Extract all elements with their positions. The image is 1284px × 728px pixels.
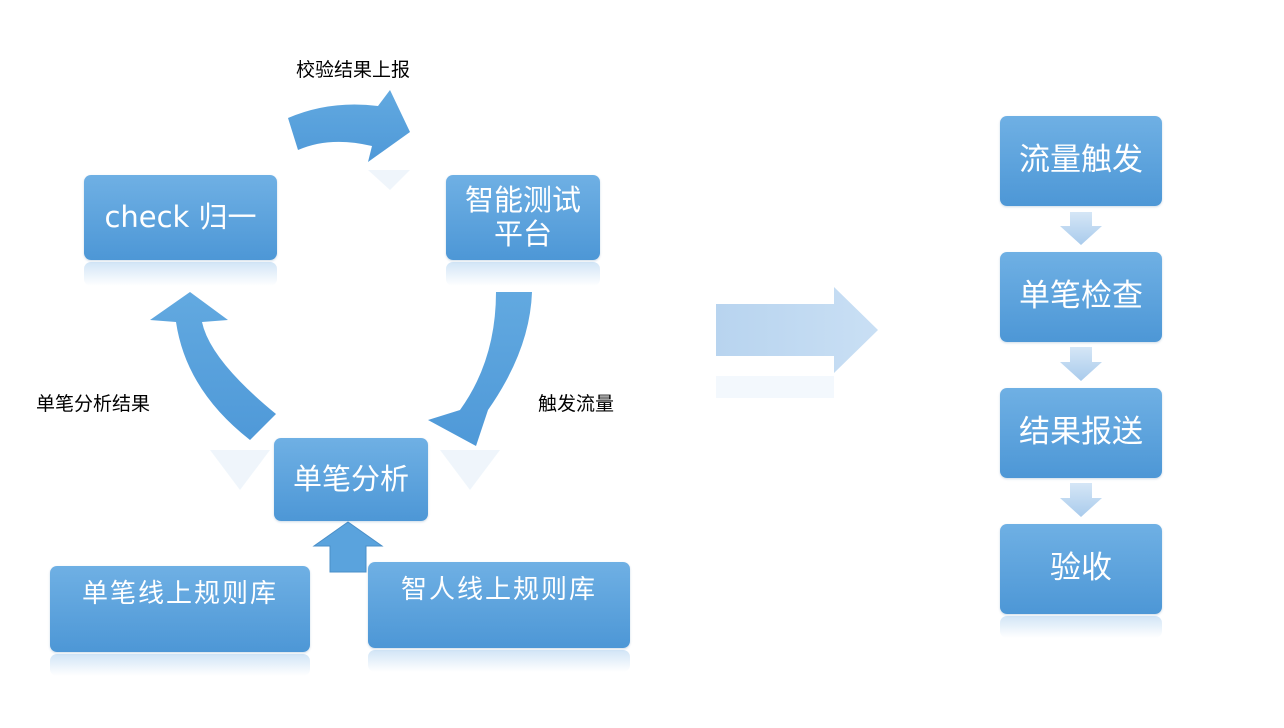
rules-single-box: 单笔线上规则库	[50, 566, 310, 652]
label-report: 校验结果上报	[296, 59, 411, 81]
flow-step-1: 流量触发	[1000, 116, 1162, 206]
platform-box-line1: 智能测试	[464, 183, 581, 218]
big-right-arrow	[716, 287, 878, 373]
check-box: check 归一	[84, 175, 277, 260]
flow-step-4: 验收	[1000, 524, 1162, 614]
flow-down-arrow	[1060, 212, 1102, 245]
flow-step-2-label: 单笔检查	[1019, 278, 1143, 315]
label-trigger: 触发流量	[538, 393, 615, 415]
flow-step-2: 单笔检查	[1000, 252, 1162, 342]
arrow-reflection	[440, 450, 500, 490]
arrow-up-rules	[312, 521, 384, 573]
check-box-label: check 归一	[104, 199, 257, 234]
flow-step-4-label: 验收	[1050, 550, 1112, 587]
arrow-reflection	[368, 170, 410, 190]
arrow-report	[288, 90, 410, 162]
big-arrow-reflection	[716, 376, 834, 398]
flow-down-arrow	[1060, 483, 1102, 517]
arrow-reflection	[210, 450, 270, 490]
rules-single-label: 单笔线上规则库	[81, 579, 278, 609]
arrow-result	[150, 292, 276, 440]
analysis-box: 单笔分析	[274, 438, 428, 521]
platform-box: 智能测试 平台	[446, 175, 600, 260]
rules-smart-label: 智人线上规则库	[400, 575, 597, 605]
analysis-box-label: 单笔分析	[292, 461, 409, 496]
arrow-trigger	[428, 292, 532, 446]
flow-down-arrow	[1060, 347, 1102, 381]
flow-step-3: 结果报送	[1000, 388, 1162, 478]
flow-step-3-label: 结果报送	[1019, 414, 1143, 451]
label-result: 单笔分析结果	[36, 393, 151, 415]
flow-step-1-label: 流量触发	[1019, 142, 1143, 179]
platform-box-line2: 平台	[493, 216, 552, 251]
rules-smart-box: 智人线上规则库	[368, 562, 630, 648]
